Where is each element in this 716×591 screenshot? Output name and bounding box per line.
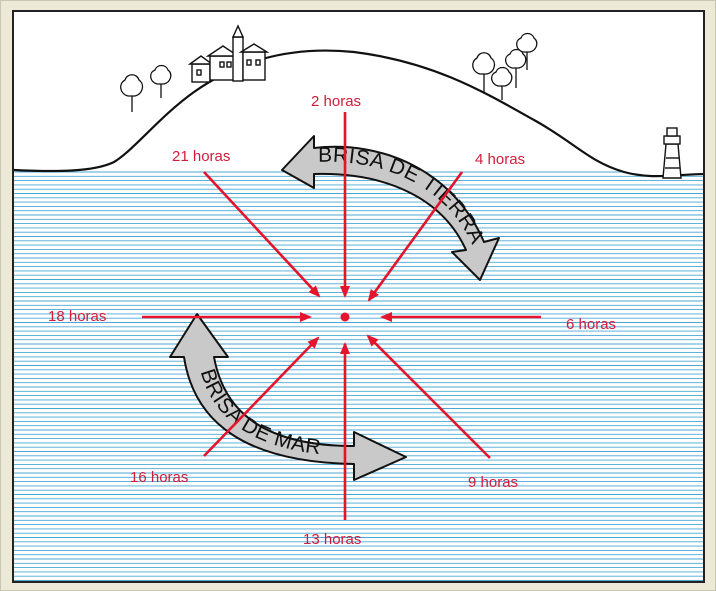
label-18-horas: 18 horas (48, 308, 106, 325)
wind-arrows (142, 112, 541, 520)
arrow-21-horas (203, 171, 321, 298)
lighthouse-icon (662, 127, 682, 179)
hill-outline (14, 49, 703, 178)
land-hill (14, 12, 703, 177)
label-13-horas: 13 horas (303, 531, 361, 548)
arrow-4-horas (367, 171, 464, 302)
tree-icon (120, 64, 172, 112)
label-2-horas: 2 horas (311, 93, 361, 110)
label-21-horas: 21 horas (172, 148, 230, 165)
center-point (340, 312, 350, 322)
diagram-panel: BRISA DE TIERRA BRISA DE MAR (12, 10, 705, 583)
arrow-9-horas (366, 334, 491, 459)
tree-icon (472, 32, 538, 100)
label-16-horas: 16 horas (130, 469, 188, 486)
sea-water (14, 171, 703, 581)
village-icon (187, 24, 270, 83)
label-4-horas: 4 horas (475, 151, 525, 168)
label-9-horas: 9 horas (468, 474, 518, 491)
sea-breeze-diagram: BRISA DE TIERRA BRISA DE MAR (14, 12, 703, 581)
label-6-horas: 6 horas (566, 316, 616, 333)
time-labels: 2 horas 4 horas 6 horas 9 horas 13 horas… (48, 93, 616, 548)
arrow-16-horas (203, 336, 320, 457)
